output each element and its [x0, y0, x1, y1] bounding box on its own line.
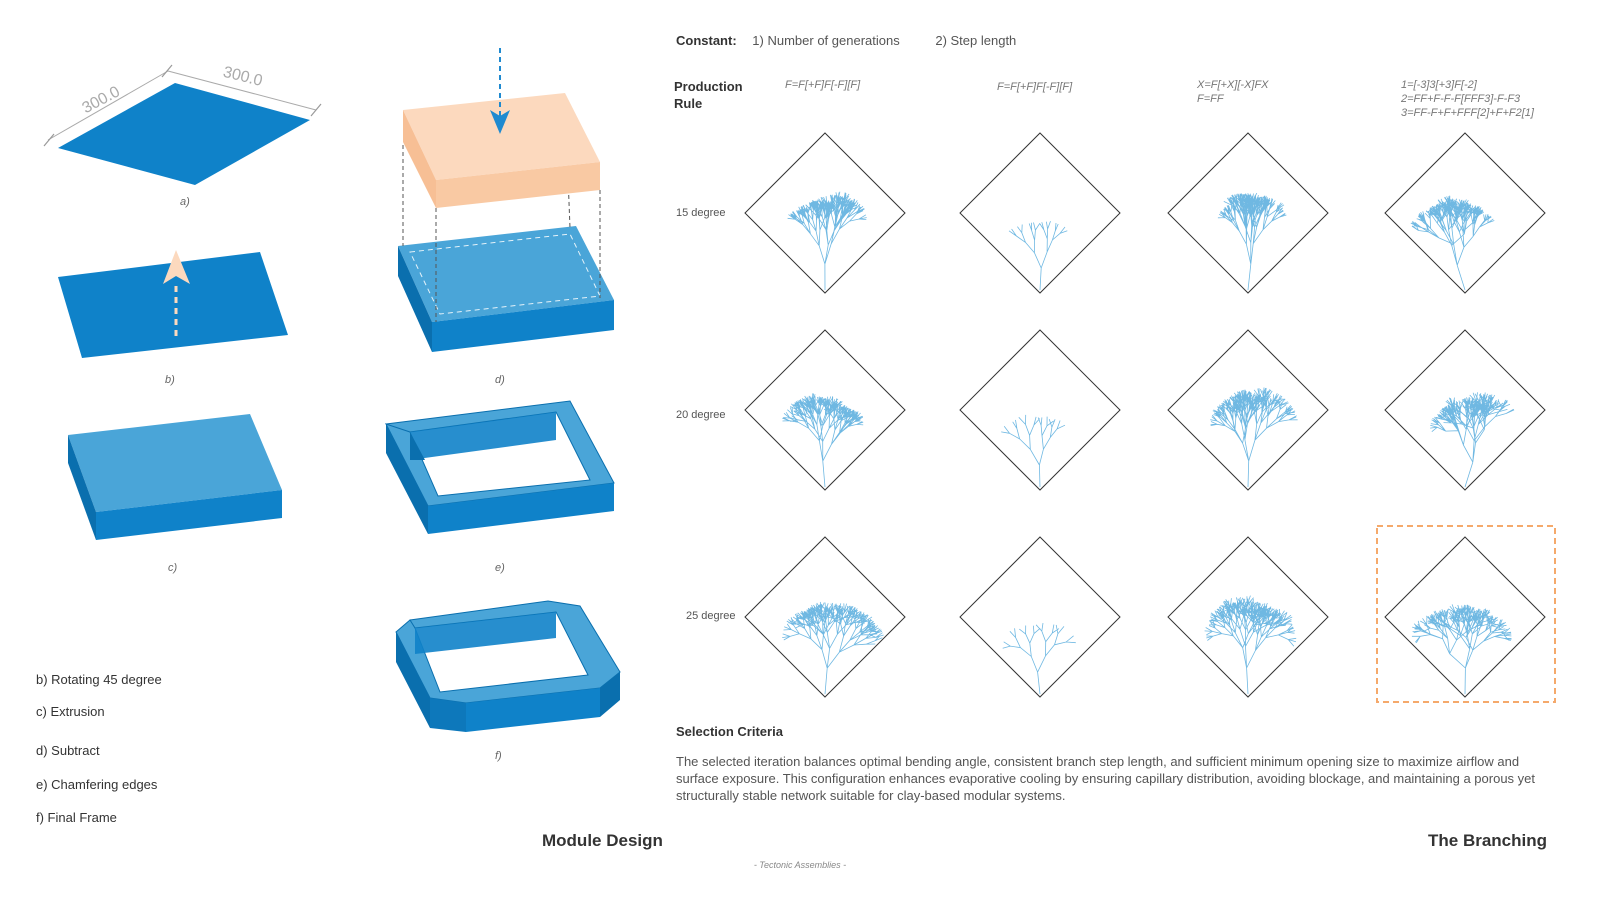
branching-cell-1-3: [1384, 329, 1546, 491]
production-rule-label: Production Rule: [674, 79, 743, 111]
branch-paths: [787, 191, 867, 291]
branching-title: The Branching: [1428, 831, 1548, 850]
branching-diamond: [959, 132, 1121, 294]
arrow-down-icon: [490, 110, 510, 134]
branching-cell-0-3: [1384, 132, 1546, 294]
rule-2: F=F[+F]F[-F][F]: [997, 81, 1073, 93]
degree-label-25: 25 degree: [686, 610, 736, 622]
selected-highlight-box: [1376, 525, 1556, 703]
branch-paths: [1210, 387, 1298, 488]
rule-3: X=F[+X][-X]FX F=FF: [1197, 79, 1269, 105]
branching-diamond: [1167, 536, 1329, 698]
step-label-e: e) Chamfering edges: [36, 777, 158, 792]
caption-b: b): [165, 374, 175, 386]
caption-c: c): [168, 562, 178, 574]
step-label-c: c) Extrusion: [36, 704, 105, 719]
branch-paths: [1410, 195, 1495, 291]
selection-criteria-title: Selection Criteria: [676, 724, 783, 739]
branch-paths: [782, 601, 884, 695]
branching-cell-2-2: [1167, 536, 1329, 698]
branching-diamond: [959, 329, 1121, 491]
constant-label: Constant:: [676, 33, 737, 48]
branching-cell-1-0: [744, 329, 906, 491]
caption-d: d): [495, 374, 505, 386]
branch-paths: [1008, 221, 1068, 291]
branching-cell-1-1: [959, 329, 1121, 491]
branch-paths: [1204, 595, 1297, 695]
rule-4: 1=[-3]3[+3]F[-2] 2=FF+F-F-F[FFF3]-F-F3 3…: [1401, 79, 1534, 119]
branching-diamond: [744, 536, 906, 698]
branch-paths: [1411, 604, 1512, 695]
branching-diamond: [1384, 536, 1546, 698]
rule-1: F=F[+F]F[-F][F]: [785, 79, 861, 91]
step-f-final-frame: [395, 600, 621, 732]
branching-diamond: [744, 329, 906, 491]
caption-e: e): [495, 562, 505, 574]
degree-label-15: 15 degree: [676, 207, 726, 219]
module-design-diagram: 300.0 300.0: [43, 48, 621, 732]
step-c-extrusion: [68, 414, 282, 540]
step-label-f: f) Final Frame: [36, 810, 117, 825]
branching-cell-2-0: [744, 536, 906, 698]
branching-cell-0-1: [959, 132, 1121, 294]
constant-generations: 1) Number of generations: [752, 33, 900, 48]
branching-diamond: [1167, 132, 1329, 294]
footer-label: - Tectonic Assemblies -: [753, 860, 847, 870]
step-e-frame: [384, 400, 615, 534]
degree-label-20: 20 degree: [676, 409, 726, 421]
branching-cell-2-1: [959, 536, 1121, 698]
step-b-rotated-plate: [58, 250, 288, 358]
step-d-subtract: [398, 48, 614, 352]
branching-diamond: [959, 536, 1121, 698]
constant-step-length: 2) Step length: [935, 33, 1017, 48]
module-design-title: Module Design: [542, 831, 663, 850]
constants-row: Constant: 1) Number of generations 2) St…: [676, 33, 1016, 48]
step-label-b: b) Rotating 45 degree: [36, 672, 162, 687]
caption-f: f): [495, 750, 502, 762]
selection-criteria-text: The selected iteration balances optimal …: [676, 754, 1536, 803]
branch-paths: [1217, 192, 1287, 291]
branching-cell-0-2: [1167, 132, 1329, 294]
branching-diamond: [1384, 132, 1546, 294]
branch-paths: [1002, 623, 1076, 695]
branching-cell-0-0: [744, 132, 906, 294]
arrow-up-icon: [163, 250, 190, 284]
branch-paths: [1430, 392, 1515, 488]
branching-diamond: [744, 132, 906, 294]
branching-cell-1-2: [1167, 329, 1329, 491]
branching-cell-2-3: [1384, 536, 1546, 698]
branching-diamond: [1167, 329, 1329, 491]
branch-paths: [1001, 414, 1066, 488]
step-label-d: d) Subtract: [36, 743, 100, 758]
branching-diamond: [1384, 329, 1546, 491]
caption-a: a): [180, 196, 190, 208]
branch-paths: [782, 393, 864, 488]
